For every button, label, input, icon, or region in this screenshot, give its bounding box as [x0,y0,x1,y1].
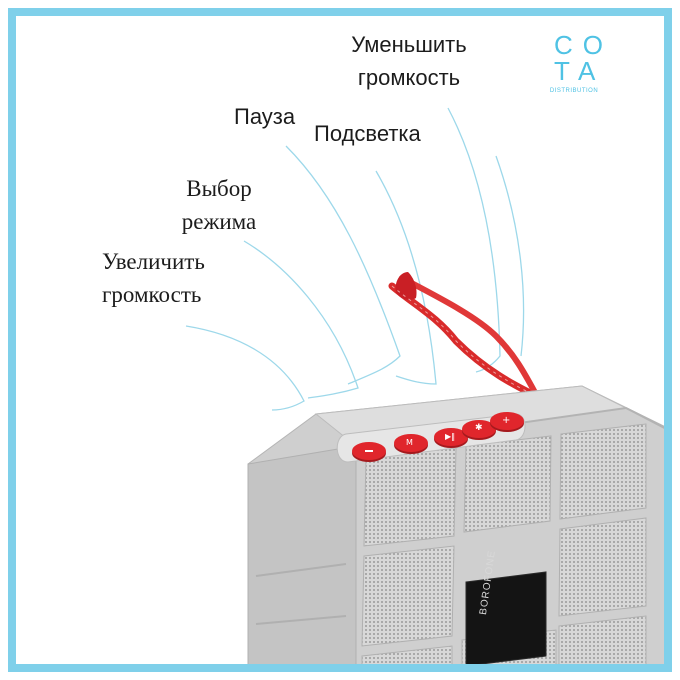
mode-button[interactable]: M [394,434,428,452]
label-volume-down-line-1: Уменьшить [351,32,467,57]
label-backlight: Подсветка [314,121,421,146]
cota-logo: CO TA DISTRIBUTION [546,30,613,94]
brand-panel [465,571,547,664]
logo-row-1: CO [554,30,613,60]
backlight-button[interactable]: ✱ [462,420,496,438]
volume-down-button[interactable]: + [490,412,524,430]
product-illustration [185,107,664,664]
plus-icon: + [502,415,511,426]
label-volume-down-line-2: громкость [357,65,461,90]
pause-button[interactable]: ▶‖ [434,428,468,446]
mode-icon: M [406,438,413,447]
label-volume-down: Уменьшить громкость [346,28,472,94]
label-volume-up-line-1: Увеличить [102,249,205,274]
callout-line-mode [243,240,359,399]
minus-icon [365,450,373,452]
volume-up-button[interactable] [352,442,386,460]
callout-line-backlight [375,170,437,385]
logo-subtitle: DISTRIBUTION [549,88,599,94]
logo-row-2: TA [554,56,606,86]
callout-line-pause [285,145,401,385]
label-volume-up: Увеличить громкость [102,245,205,311]
speaker-grille [361,423,647,664]
callout-lines [185,107,525,411]
callout-line-extra [495,155,525,357]
light-icon: ✱ [475,423,483,433]
image-frame: BOROFONE M ▶‖ ✱ + Уменьшить громкость Па… [8,8,672,672]
speaker-strap [388,272,541,401]
label-mode-select-line-1: Выбор [186,176,252,201]
label-mode-select: Выбор режима [174,172,264,238]
label-pause: Пауза [234,104,296,129]
callout-line-volume-up [185,325,305,411]
play-pause-icon: ▶‖ [445,432,456,441]
label-volume-up-line-2: громкость [102,282,202,307]
label-mode-select-line-2: режима [181,209,257,234]
